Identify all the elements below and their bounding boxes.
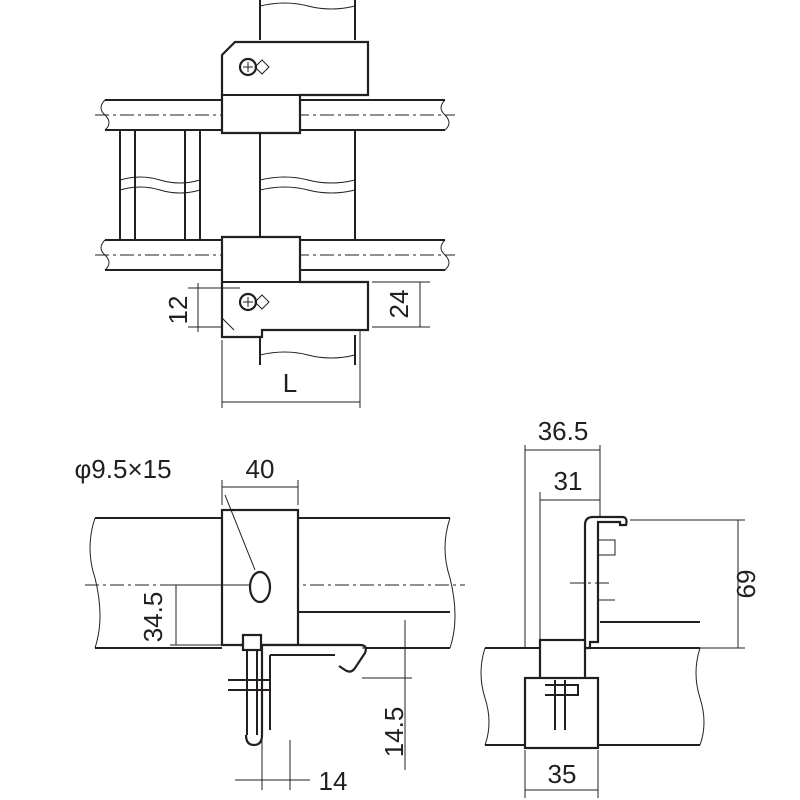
clamp-top — [220, 40, 370, 135]
dim-L: L — [283, 368, 297, 398]
top-view: 12 24 L — [95, 0, 455, 408]
rail-side — [485, 621, 700, 746]
rail — [95, 517, 450, 649]
clamp-bottom — [220, 235, 370, 339]
dim-14: 14 — [319, 766, 348, 796]
dim-36-5: 36.5 — [538, 416, 589, 446]
side-view: 36.5 31 69 35 — [480, 416, 761, 798]
bolt — [228, 650, 270, 735]
dim-69: 69 — [731, 570, 761, 599]
dim-40: 40 — [246, 454, 275, 484]
dim-35: 35 — [548, 759, 577, 789]
nut — [538, 638, 587, 682]
vertical-post — [259, 0, 356, 365]
base-block — [523, 676, 600, 750]
dim-14-5: 14.5 — [379, 707, 409, 758]
hook-angle — [240, 643, 367, 747]
dim-24: 24 — [384, 290, 414, 319]
side-bracket — [583, 515, 628, 650]
front-view: 40 φ9.5×15 34.5 14.5 14 — [74, 454, 465, 796]
slot — [248, 570, 272, 604]
horizontal-rails — [105, 99, 445, 271]
bolt-head — [241, 633, 263, 652]
dim-34-5: 34.5 — [138, 592, 168, 643]
dim-12: 12 — [163, 296, 193, 325]
cross-rails — [119, 130, 201, 240]
dim-slot: φ9.5×15 — [74, 454, 171, 484]
dim-31: 31 — [554, 466, 583, 496]
